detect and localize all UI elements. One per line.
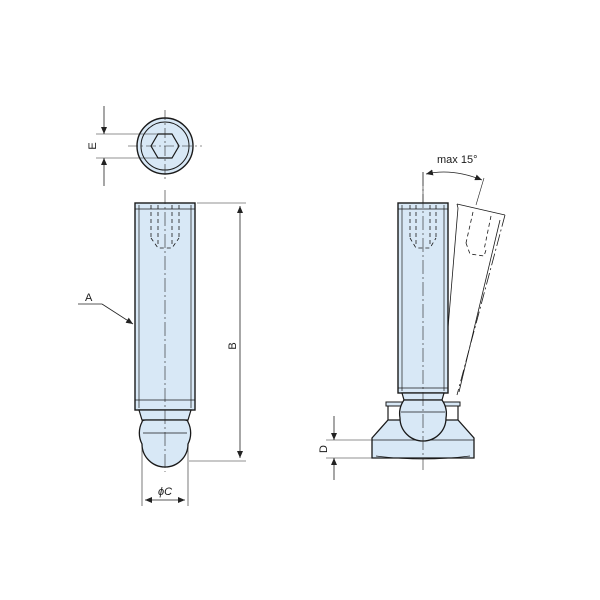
hidden-socket — [150, 205, 180, 249]
angle-label: max 15° — [437, 154, 477, 166]
angle-arc — [425, 169, 483, 181]
side-view-right: max 15° D — [318, 154, 506, 480]
screw-body-right — [397, 202, 449, 394]
dimension-label-e: E — [87, 142, 99, 149]
dimension-label-b: B — [227, 342, 239, 349]
side-view-left: A B ϕC — [78, 190, 246, 506]
dimension-label-c: ϕC — [158, 486, 172, 498]
dimension-label-a: A — [85, 292, 93, 304]
dimension-label-d: D — [318, 445, 330, 453]
top-view: E — [87, 106, 202, 186]
tilted-phantom — [441, 203, 506, 401]
